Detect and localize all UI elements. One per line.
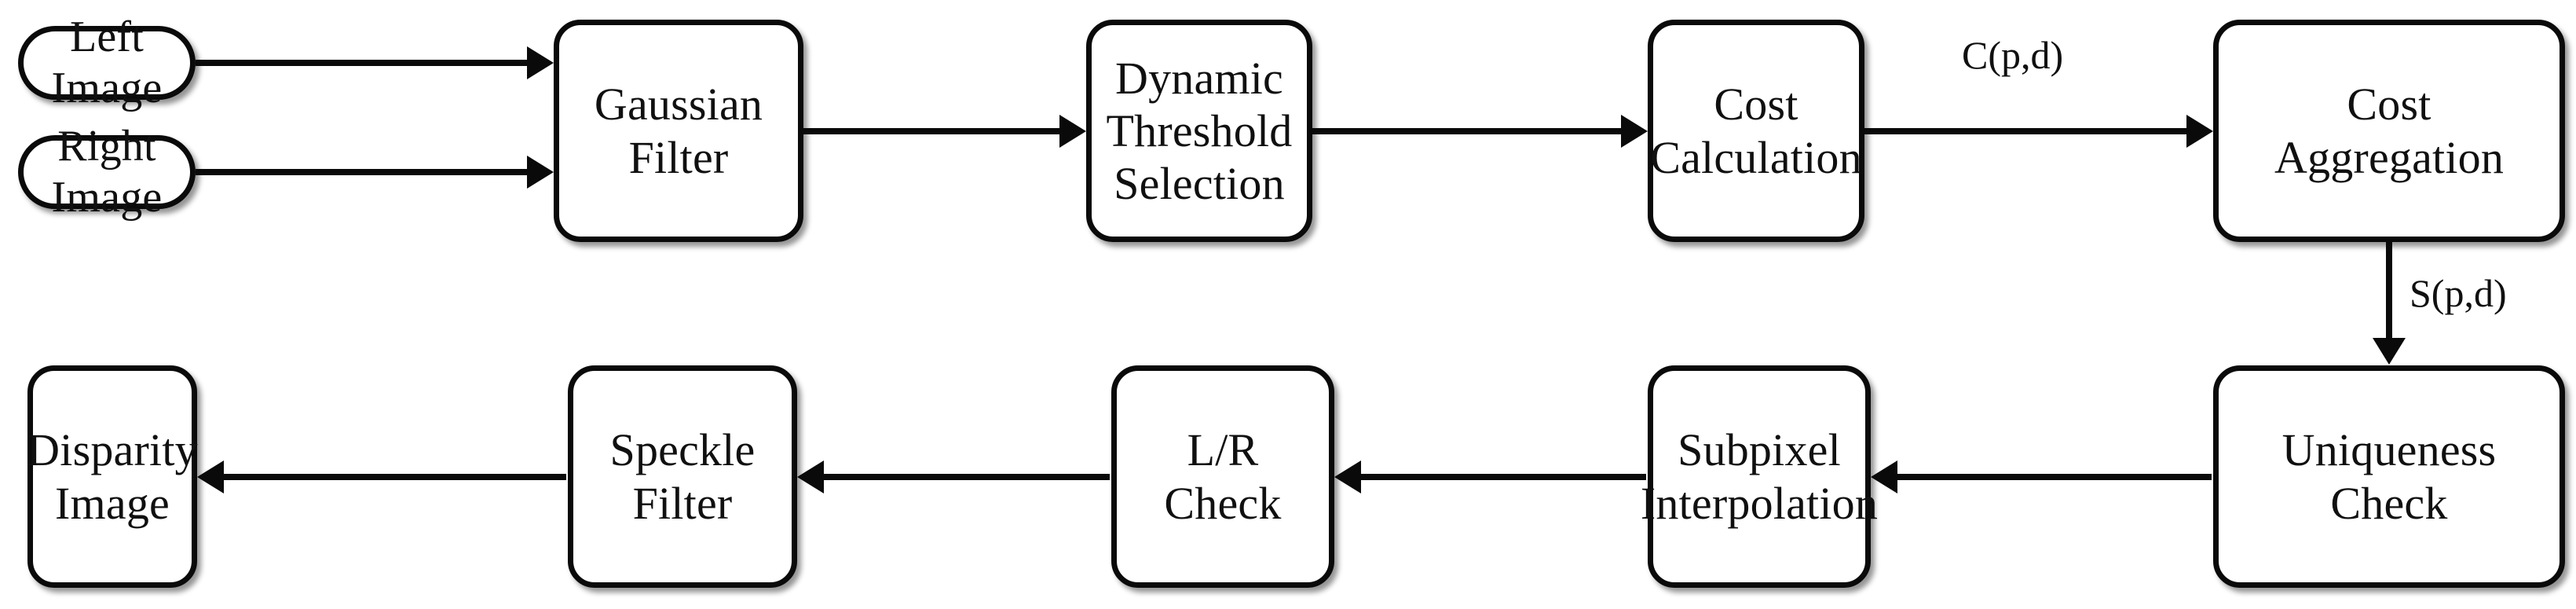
node-dynamic-threshold-selection[interactable]: Dynamic Threshold Selection	[1086, 20, 1312, 242]
node-cost-calculation[interactable]: Cost Calculation	[1648, 20, 1864, 242]
node-cost-aggregation-label: Cost Aggregation	[2274, 79, 2505, 183]
edge-lr-check-to-speckle-filter	[824, 474, 1110, 480]
node-gaussian-filter[interactable]: Gaussian Filter	[554, 20, 803, 242]
arrowhead-subpixel-interpolation-to-lr-check	[1334, 460, 1361, 493]
node-lr-check-label: L/R Check	[1164, 424, 1282, 529]
node-subpixel-interpolation[interactable]: Subpixel Interpolation	[1641, 365, 1878, 588]
node-gaussian-filter-label: Gaussian Filter	[594, 79, 763, 183]
node-subpixel-interpolation-label: Subpixel Interpolation	[1640, 424, 1879, 529]
arrowhead-lr-check-to-speckle-filter	[797, 460, 824, 493]
node-uniqueness-check[interactable]: Uniqueness Check	[2213, 365, 2565, 588]
arrowhead-cost-aggregation-to-uniqueness-check	[2373, 338, 2406, 365]
node-lr-check[interactable]: L/R Check	[1111, 365, 1334, 588]
node-uniqueness-check-label: Uniqueness Check	[2281, 424, 2497, 529]
arrowhead-right-image-to-gaussian-filter	[527, 156, 554, 189]
node-cost-calculation-label: Cost Calculation	[1650, 79, 1862, 183]
node-disparity-image[interactable]: Disparity Image	[27, 365, 198, 588]
edge-right-image-to-gaussian-filter	[196, 169, 529, 175]
arrowhead-dynamic-threshold-to-cost-calculation	[1621, 115, 1648, 148]
node-speckle-filter[interactable]: Speckle Filter	[568, 365, 797, 588]
node-speckle-filter-label: Speckle Filter	[609, 424, 756, 529]
edge-uniqueness-check-to-subpixel-interpolation	[1897, 474, 2212, 480]
edge-gaussian-filter-to-dynamic-threshold	[803, 128, 1061, 134]
node-cost-aggregation[interactable]: Cost Aggregation	[2213, 20, 2565, 242]
node-right-image[interactable]: Right Image	[18, 122, 196, 222]
node-right-image-label: Right Image	[51, 122, 163, 222]
node-left-image[interactable]: Left Image	[18, 13, 196, 112]
edge-label-cost-to-aggregation: C(p,d)	[1962, 33, 2064, 77]
edge-speckle-filter-to-disparity-image	[224, 474, 566, 480]
arrowhead-left-image-to-gaussian-filter	[527, 46, 554, 79]
edge-left-image-to-gaussian-filter	[196, 60, 529, 66]
node-disparity-image-label: Disparity Image	[27, 424, 198, 529]
arrowhead-cost-calculation-to-cost-aggregation	[2186, 115, 2213, 148]
edge-cost-aggregation-to-uniqueness-check	[2386, 240, 2392, 342]
edge-cost-calculation-to-cost-aggregation	[1864, 128, 2188, 134]
arrowhead-speckle-filter-to-disparity-image	[197, 460, 224, 493]
arrowhead-gaussian-filter-to-dynamic-threshold	[1059, 115, 1086, 148]
edge-subpixel-interpolation-to-lr-check	[1361, 474, 1646, 480]
node-dynamic-threshold-selection-label: Dynamic Threshold Selection	[1106, 52, 1293, 210]
edge-label-aggregation-to-uniqueness: S(p,d)	[2410, 271, 2507, 315]
node-left-image-label: Left Image	[51, 13, 163, 112]
arrowhead-uniqueness-check-to-subpixel-interpolation	[1871, 460, 1897, 493]
edge-dynamic-threshold-to-cost-calculation	[1312, 128, 1623, 134]
